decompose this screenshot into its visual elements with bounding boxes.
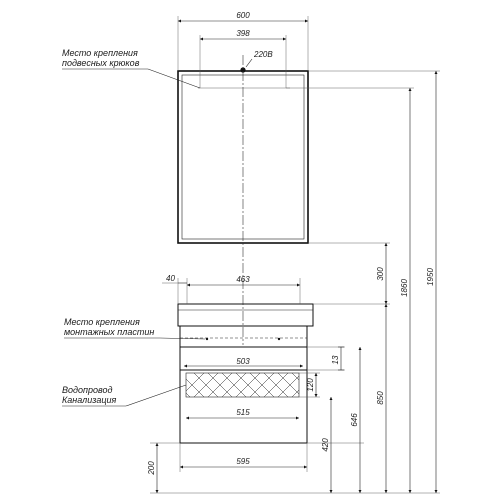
cabinet-body: [179, 325, 308, 444]
dim-646: 646: [350, 347, 362, 493]
dim-200-label: 200: [147, 461, 156, 476]
callout-hooks-line1: Место крепления: [62, 48, 138, 58]
dim-120: 120: [306, 373, 318, 397]
dim-1950: 1950: [426, 71, 438, 493]
callout-plumbing: Водопровод Канализация: [62, 384, 187, 407]
dim-300-label: 300: [376, 267, 385, 281]
dim-595-label: 595: [236, 457, 250, 466]
dim-300: 300: [376, 243, 388, 304]
plumbing-hatch: [186, 373, 299, 397]
dim-850-label: 850: [376, 391, 385, 405]
dim-515: 515: [186, 408, 299, 420]
dim-1950-label: 1950: [426, 268, 435, 286]
dim-13-label: 13: [331, 355, 340, 364]
dim-40-label: 40: [166, 274, 175, 283]
callout-plumbing-line2: Канализация: [62, 395, 116, 405]
dim-850: 850: [376, 304, 388, 493]
dim-503: 503: [184, 357, 303, 368]
power-label: 220В: [253, 50, 273, 59]
dim-398-label: 398: [236, 29, 250, 38]
dim-600: 600: [178, 11, 308, 23]
dim-1860-label: 1860: [400, 279, 409, 297]
callout-plates-line1: Место крепления: [64, 317, 140, 327]
cabinet: [177, 303, 314, 444]
power-outlet-marker: [240, 67, 246, 73]
dim-420: 420: [321, 397, 333, 493]
callout-plates: Место крепления монтажных пластин: [64, 317, 206, 340]
callout-plumbing-line1: Водопровод: [62, 385, 112, 395]
dim-398: 398: [200, 29, 286, 41]
mounting-plate-left: [205, 337, 209, 341]
dim-595: 595: [179, 443, 308, 472]
dim-646-label: 646: [350, 413, 359, 427]
callout-hooks-line2: подвесных крюков: [62, 58, 140, 68]
callout-hooks: Место крепления подвесных крюков: [62, 48, 201, 89]
dim-40: 40: [166, 274, 187, 284]
mounting-plate-right: [277, 337, 281, 341]
dim-503-label: 503: [236, 357, 250, 366]
dim-1860: 1860: [400, 88, 412, 493]
dim-600-label: 600: [236, 11, 250, 20]
countertop: [177, 303, 314, 327]
dim-420-label: 420: [321, 438, 330, 452]
callout-plates-line2: монтажных пластин: [64, 327, 154, 337]
dim-463-label: 463: [236, 275, 250, 284]
dim-120-label: 120: [306, 378, 315, 392]
dim-200: 200: [147, 443, 159, 493]
dim-463: 463: [187, 275, 300, 287]
dim-13: 13: [331, 346, 344, 371]
dim-515-label: 515: [236, 408, 250, 417]
power-leader: [245, 58, 253, 68]
